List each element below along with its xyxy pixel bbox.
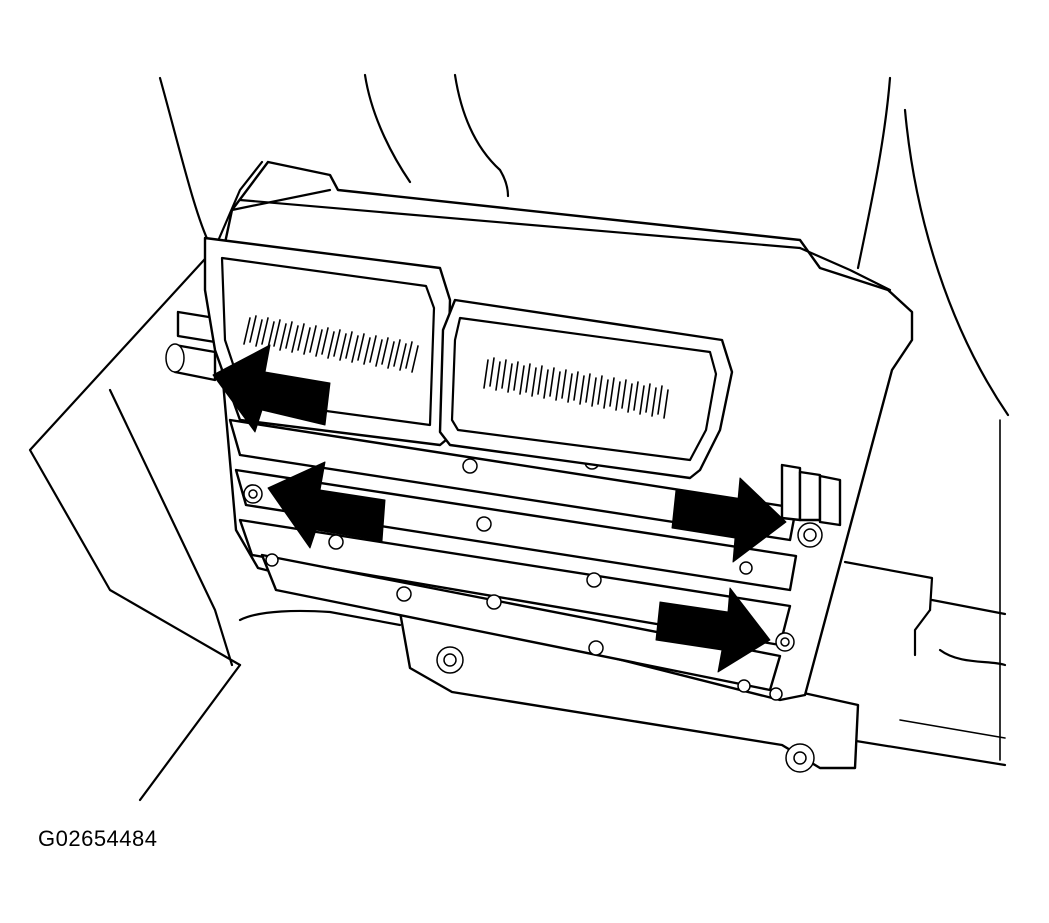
connector-right (438, 298, 734, 480)
arrow-right-upper (671, 477, 787, 563)
connector-left-pins (243, 315, 419, 373)
arrow-left-icon (212, 344, 331, 433)
arrow-left-icon (267, 461, 386, 549)
connector-right-pins (483, 357, 669, 419)
background-structure (28, 73, 1010, 802)
mounting-bracket (398, 610, 860, 773)
arrow-left-lower (267, 461, 386, 549)
housing-bolts (243, 484, 795, 652)
arrow-right-icon (671, 477, 787, 563)
mounting-studs-right (780, 463, 842, 548)
arrow-right-icon (655, 587, 771, 673)
figure-id-label: G02654484 (38, 826, 158, 851)
mounting-studs-left (165, 310, 217, 382)
arrow-right-lower (655, 587, 771, 673)
arrow-left-upper (212, 344, 331, 433)
